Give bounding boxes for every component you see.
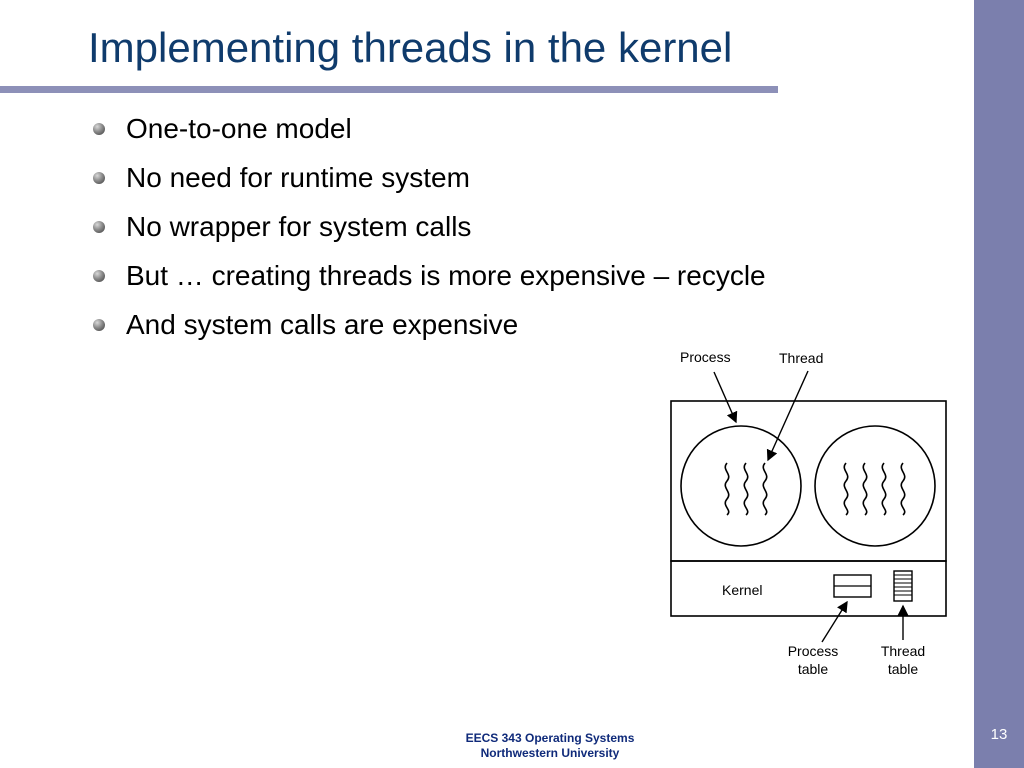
bullet-text: No need for runtime system (126, 162, 470, 193)
slide-number: 13 (990, 726, 1008, 743)
bullet-text: And system calls are expensive (126, 309, 519, 340)
bullet-list: One-to-one model No need for runtime sys… (92, 109, 766, 354)
thread-table-icon (893, 570, 913, 602)
process-label: Process (680, 349, 731, 365)
footer-university: Northwestern University (480, 746, 620, 760)
thread-icon (881, 462, 887, 516)
process-table-label: table (798, 661, 829, 677)
bullet-item: No need for runtime system (92, 158, 766, 207)
bullet-icon (93, 221, 105, 233)
process-circle-right (814, 425, 936, 547)
kernel-space-box (670, 560, 947, 617)
thread-icon (743, 462, 749, 516)
process-circle-left (680, 425, 802, 547)
user-space-box (670, 400, 947, 562)
process-arrow (713, 371, 738, 424)
bullet-item: No wrapper for system calls (92, 207, 766, 256)
thread-icon (862, 462, 868, 516)
thread-icon (900, 462, 906, 516)
thread-table-label: Thread (881, 643, 925, 659)
kernel-label: Kernel (722, 582, 762, 598)
process-table-icon (833, 574, 872, 598)
title-divider (0, 86, 778, 93)
thread-label: Thread (779, 350, 823, 366)
bullet-text: No wrapper for system calls (126, 211, 472, 242)
bullet-icon (93, 172, 105, 184)
bullet-icon (93, 319, 105, 331)
kernel-threads-diagram: Process Thread Kernel Process table Thre… (660, 340, 960, 685)
footer: EECS 343 Operating Systems Northwestern … (420, 731, 680, 761)
footer-course: EECS 343 Operating Systems (465, 731, 635, 745)
bullet-item: But … creating threads is more expensive… (92, 256, 766, 305)
side-band (974, 0, 1024, 768)
bullet-item: And system calls are expensive (92, 305, 766, 354)
bullet-text: But … creating threads is more expensive… (126, 260, 766, 291)
bullet-icon (93, 270, 105, 282)
slide-title: Implementing threads in the kernel (88, 24, 733, 71)
bullet-item: One-to-one model (92, 109, 766, 158)
thread-arrow (766, 370, 809, 462)
bullet-text: One-to-one model (126, 113, 352, 144)
thread-icon (843, 462, 849, 516)
process-table-label: Process (788, 643, 839, 659)
bullet-icon (93, 123, 105, 135)
thread-icon (724, 462, 730, 516)
process-table-arrow (821, 600, 848, 643)
thread-icon (762, 462, 768, 516)
thread-table-label: table (888, 661, 919, 677)
